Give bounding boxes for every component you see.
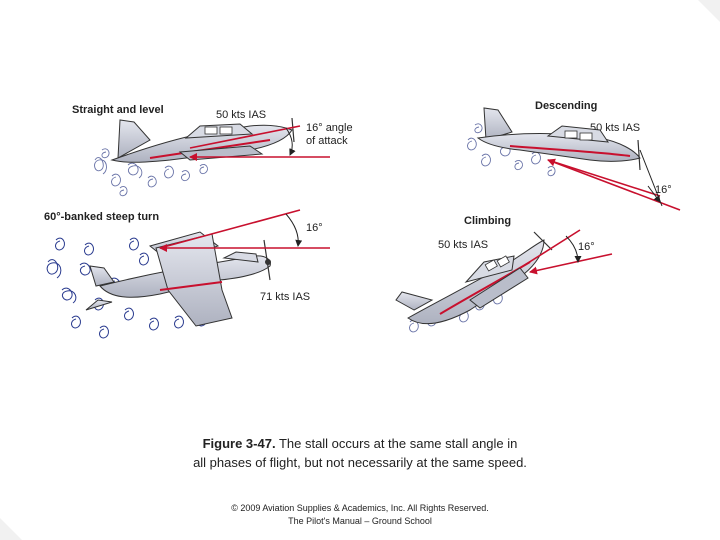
angle-arc <box>647 185 661 203</box>
turbulent-airflow <box>94 148 208 197</box>
airspeed-label: 50 kts IAS <box>216 109 266 121</box>
angle-arc <box>285 127 296 156</box>
caption-text: all phases of flight, but not necessaril… <box>193 455 527 470</box>
panel-title: Climbing <box>464 215 511 227</box>
panel-title: 60°-banked steep turn <box>44 211 159 223</box>
airplane <box>85 231 271 327</box>
relative-wind-arrow <box>529 253 613 275</box>
airplane <box>476 107 641 171</box>
copyright-credit: © 2009 Aviation Supplies & Academics, In… <box>150 502 570 528</box>
panel-straight-and-level: Straight and level 50 kts IAS 16° angle … <box>72 104 353 197</box>
angle-label: 16° <box>306 222 323 234</box>
copyright-line: © 2009 Aviation Supplies & Academics, In… <box>231 503 489 513</box>
airspeed-label: 50 kts IAS <box>590 122 640 134</box>
airplane <box>395 231 553 324</box>
panel-descending: Descending 50 kts IAS 16° <box>467 100 681 211</box>
angle-label: 16° angle <box>306 122 353 134</box>
source-line: The Pilot's Manual – Ground School <box>288 516 432 526</box>
angle-arc <box>285 213 303 247</box>
panel-title: Straight and level <box>72 104 164 116</box>
panel-steep-turn: 60°-banked steep turn 16° 71 kts IAS <box>44 209 330 339</box>
chord-line <box>159 209 301 249</box>
angle-arc <box>565 235 582 263</box>
chord-line <box>547 159 661 197</box>
angle-label: 16° <box>578 241 595 253</box>
chord-line <box>519 229 581 269</box>
angle-arc <box>639 149 663 207</box>
chord-line <box>189 125 301 149</box>
corner-decoration <box>0 518 22 540</box>
angle-label: 16° <box>655 184 672 196</box>
angle-label: of attack <box>306 135 348 147</box>
airspeed-label: 50 kts IAS <box>438 239 488 251</box>
panel-title: Descending <box>535 100 597 112</box>
stall-angle-figure: Straight and level 50 kts IAS 16° angle … <box>44 100 681 339</box>
caption-text: The stall occurs at the same stall angle… <box>275 436 518 451</box>
airspeed-label: 71 kts IAS <box>260 291 310 303</box>
figure-label: Figure 3-47. <box>202 436 276 451</box>
figure-caption: Figure 3-47. The stall occurs at the sam… <box>150 434 570 472</box>
corner-decoration <box>698 0 720 22</box>
airplane <box>110 117 295 163</box>
panel-climbing: Climbing 50 kts IAS 16° <box>395 215 613 333</box>
